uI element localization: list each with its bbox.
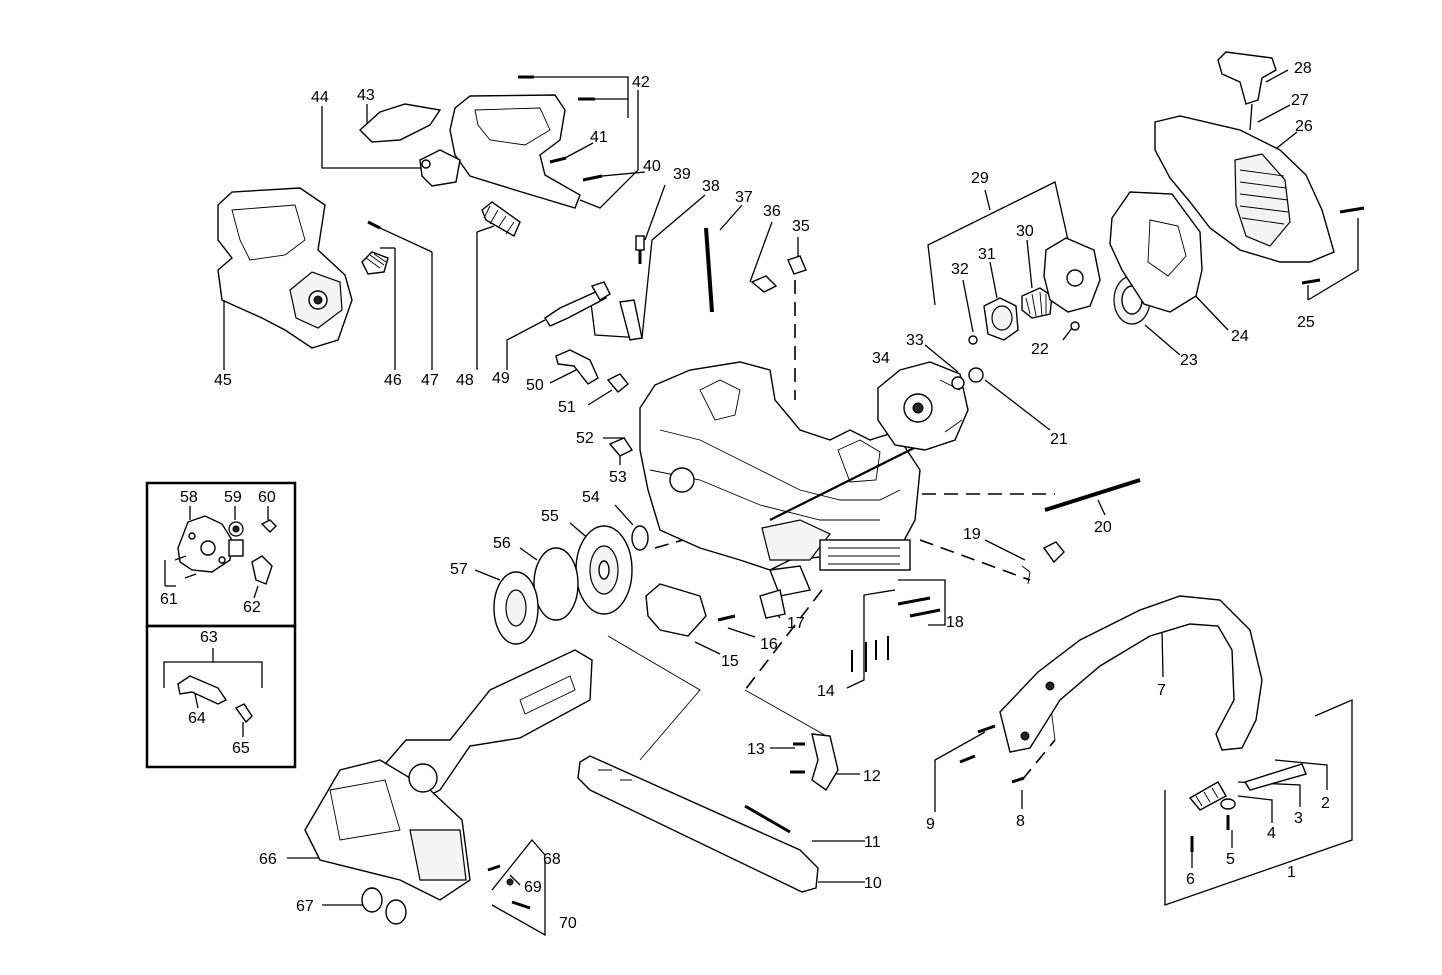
part-label-33: 33 (906, 332, 924, 349)
part-label-47: 47 (421, 372, 439, 389)
part-label-28: 28 (1294, 60, 1312, 77)
part-label-42: 42 (632, 74, 650, 91)
crankcase-chassis (639, 361, 931, 597)
part-label-67: 67 (296, 898, 314, 915)
throttle-parts (544, 235, 645, 457)
part-label-44: 44 (311, 89, 329, 106)
part-label-62: 62 (243, 599, 261, 616)
part-label-41: 41 (590, 129, 608, 146)
part-label-15: 15 (721, 653, 739, 670)
part-label-63: 63 (200, 629, 218, 646)
part-label-19: 19 (963, 526, 981, 543)
clutch-assembly (493, 525, 649, 645)
part-label-53: 53 (609, 469, 627, 486)
part-label-9: 9 (926, 816, 935, 833)
part-label-65: 65 (232, 740, 250, 757)
springs (361, 201, 521, 275)
part-label-56: 56 (493, 535, 511, 552)
part-label-5: 5 (1226, 851, 1235, 868)
part-label-60: 60 (258, 489, 276, 506)
part-label-8: 8 (1016, 813, 1025, 830)
part-label-13: 13 (747, 741, 765, 758)
part-label-2: 2 (1321, 795, 1330, 812)
part-label-36: 36 (763, 203, 781, 220)
part-label-68: 68 (543, 851, 561, 868)
part-label-38: 38 (702, 178, 720, 195)
rear-handle (217, 187, 353, 349)
part-label-55: 55 (541, 508, 559, 525)
chain-side-cover (304, 649, 593, 925)
part-label-35: 35 (792, 218, 810, 235)
part-label-40: 40 (643, 158, 661, 175)
part-label-49: 49 (492, 370, 510, 387)
front-handle-guard (358, 75, 603, 209)
starter-housing (1109, 51, 1365, 313)
guide-bar-chain (577, 755, 819, 893)
part-label-50: 50 (526, 377, 544, 394)
part-label-58: 58 (180, 489, 198, 506)
flywheel (877, 361, 984, 451)
part-label-4: 4 (1267, 825, 1276, 842)
tensioner (790, 733, 839, 792)
inset-box-oil-pump (145, 481, 297, 628)
part-label-32: 32 (951, 261, 969, 278)
part-label-21: 21 (1050, 431, 1068, 448)
part-label-10: 10 (864, 875, 882, 892)
part-label-48: 48 (456, 372, 474, 389)
part-label-34: 34 (872, 350, 890, 367)
starter-pulley-parts (968, 237, 1151, 345)
part-label-31: 31 (978, 246, 996, 263)
part-label-3: 3 (1294, 810, 1303, 827)
part-label-6: 6 (1186, 871, 1195, 888)
part-label-18: 18 (946, 614, 964, 631)
part-label-22: 22 (1031, 341, 1049, 358)
part-label-17: 17 (787, 615, 805, 632)
part-label-26: 26 (1295, 118, 1313, 135)
part-label-37: 37 (735, 189, 753, 206)
chain-guide-plate (645, 583, 941, 672)
part-label-64: 64 (188, 710, 206, 727)
part-label-12: 12 (863, 768, 881, 785)
part-label-29: 29 (971, 170, 989, 187)
choke-rod (704, 227, 807, 313)
part-label-66: 66 (259, 851, 277, 868)
part-label-14: 14 (817, 683, 835, 700)
part-label-54: 54 (582, 489, 600, 506)
part-label-51: 51 (558, 399, 576, 416)
part-label-24: 24 (1231, 328, 1249, 345)
inset-box-oil-hose (145, 624, 297, 769)
part-label-46: 46 (384, 372, 402, 389)
part-label-7: 7 (1157, 682, 1166, 699)
rod-and-nut (1021, 478, 1141, 585)
part-label-11: 11 (864, 834, 881, 851)
part-number-labels: 1 2 3 4 5 6 7 8 9 10 11 12 13 14 15 16 1… (160, 60, 1330, 932)
part-label-61: 61 (160, 591, 178, 608)
part-label-59: 59 (224, 489, 242, 506)
part-label-20: 20 (1094, 519, 1112, 536)
part-label-70: 70 (559, 915, 577, 932)
part-label-16: 16 (760, 636, 778, 653)
part-label-23: 23 (1180, 352, 1198, 369)
part-label-52: 52 (576, 430, 594, 447)
part-label-69: 69 (524, 879, 542, 896)
part-label-1: 1 (1287, 864, 1296, 881)
part-label-30: 30 (1016, 223, 1034, 240)
front-handle-bar (959, 595, 1307, 852)
part-label-43: 43 (357, 87, 375, 104)
part-label-45: 45 (214, 372, 232, 389)
part-label-27: 27 (1291, 92, 1309, 109)
part-label-25: 25 (1297, 314, 1315, 331)
part-label-39: 39 (673, 166, 691, 183)
part-label-57: 57 (450, 561, 468, 578)
